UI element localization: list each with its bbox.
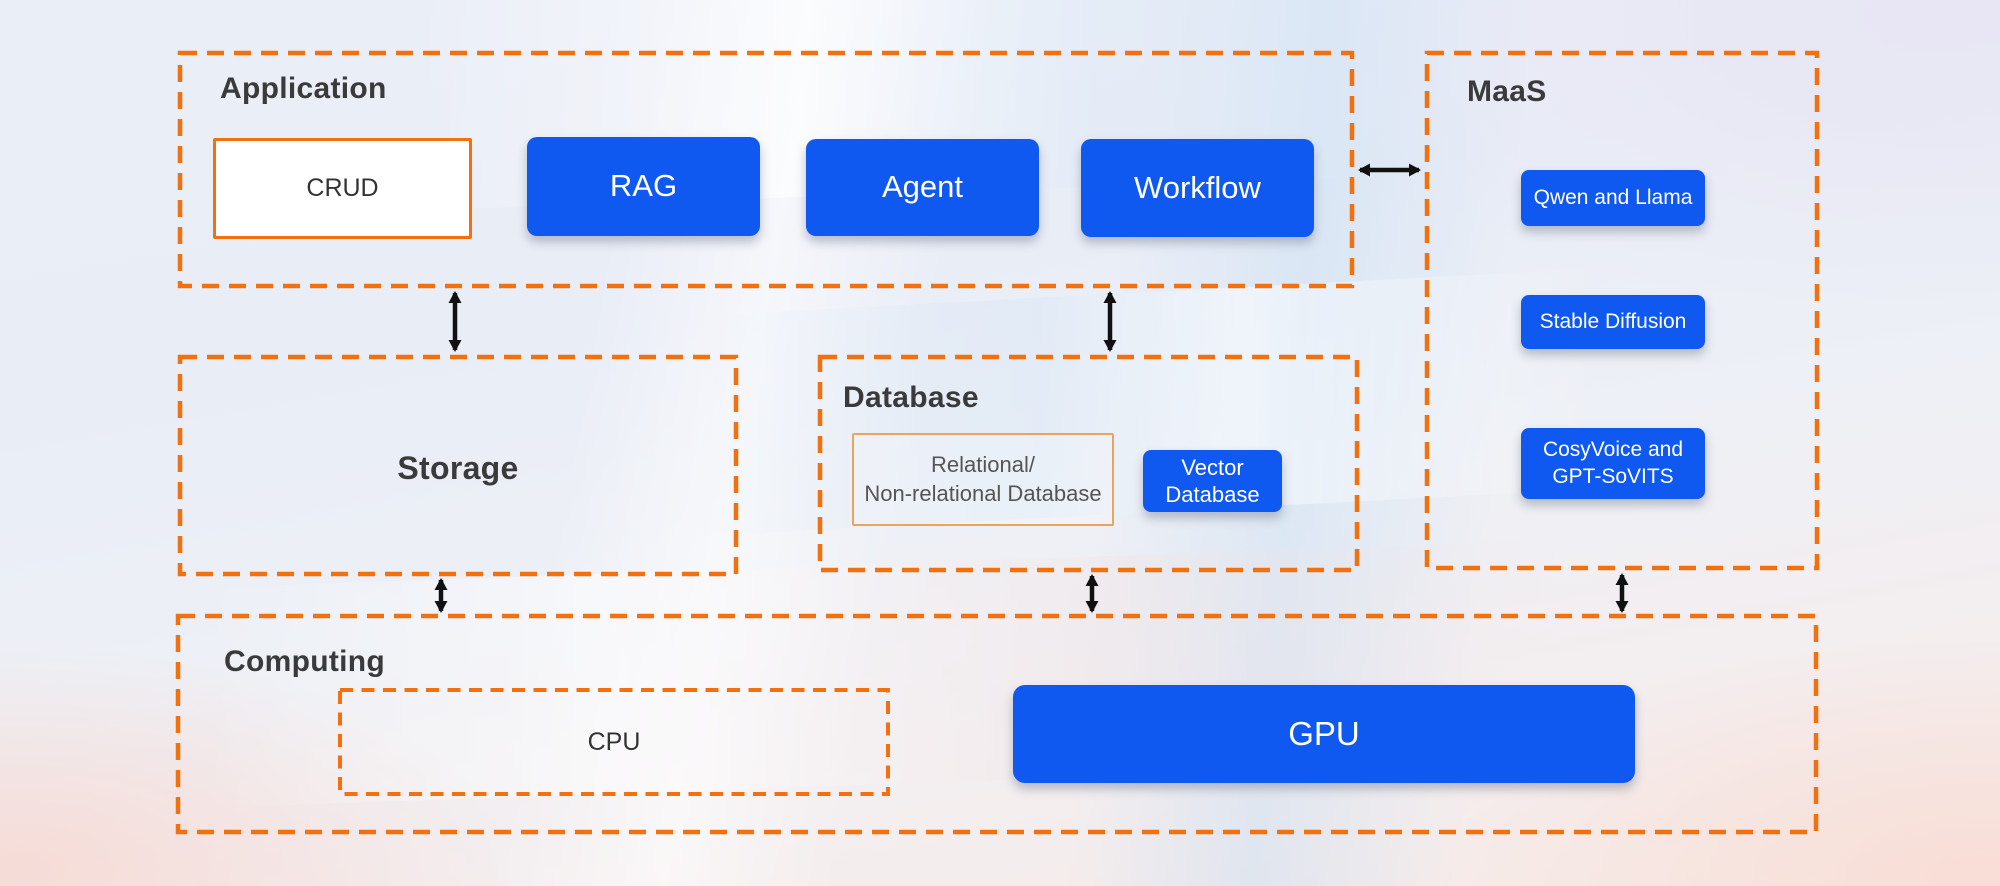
cosyvoice-label-line1: CosyVoice and [1542, 438, 1684, 462]
relational-database-label-line1: Relational/ [931, 451, 1035, 477]
maas-title: MaaS [1467, 75, 1547, 108]
stable-diffusion-box: Stable Diffusion [1521, 295, 1705, 349]
cpu-box: CPU [340, 690, 888, 794]
agent-box: Agent [806, 139, 1039, 236]
vector-database-label-line2: Database [1165, 482, 1260, 507]
cpu-label: CPU [587, 727, 641, 756]
vector-database-label-line1: Vector [1181, 454, 1244, 480]
cpu-box-border [338, 688, 890, 796]
gpu-label: GPU [1288, 715, 1360, 753]
workflow-label: Workflow [1134, 169, 1261, 205]
stable-diffusion-label: Stable Diffusion [1539, 309, 1687, 333]
cosyvoice-box: CosyVoice and GPT-SoVITS [1521, 428, 1705, 499]
computing-container-border [175, 613, 1819, 835]
storage-title: Storage [397, 450, 519, 486]
rag-label: RAG [609, 168, 678, 204]
storage-container-border [177, 354, 739, 577]
qwen-llama-box: Qwen and Llama [1521, 170, 1705, 226]
rag-box: RAG [527, 137, 760, 236]
relational-database-box: Relational/ Non-relational Database [852, 433, 1114, 526]
maas-container-border [1424, 50, 1820, 571]
qwen-llama-label: Qwen and Llama [1533, 185, 1693, 209]
workflow-box: Workflow [1081, 139, 1314, 237]
database-container-border [817, 354, 1360, 573]
computing-title: Computing [224, 645, 385, 678]
application-title: Application [220, 72, 387, 105]
gpu-box: GPU [1013, 685, 1635, 783]
crud-label: CRUD [306, 174, 379, 203]
database-title: Database [843, 381, 979, 414]
relational-database-label-line2: Non-relational Database [864, 480, 1102, 506]
vector-database-box: Vector Database [1143, 450, 1282, 512]
crud-box: CRUD [213, 138, 472, 239]
cosyvoice-label-line2: GPT-SoVITS [1552, 464, 1674, 488]
agent-label: Agent [881, 169, 963, 205]
